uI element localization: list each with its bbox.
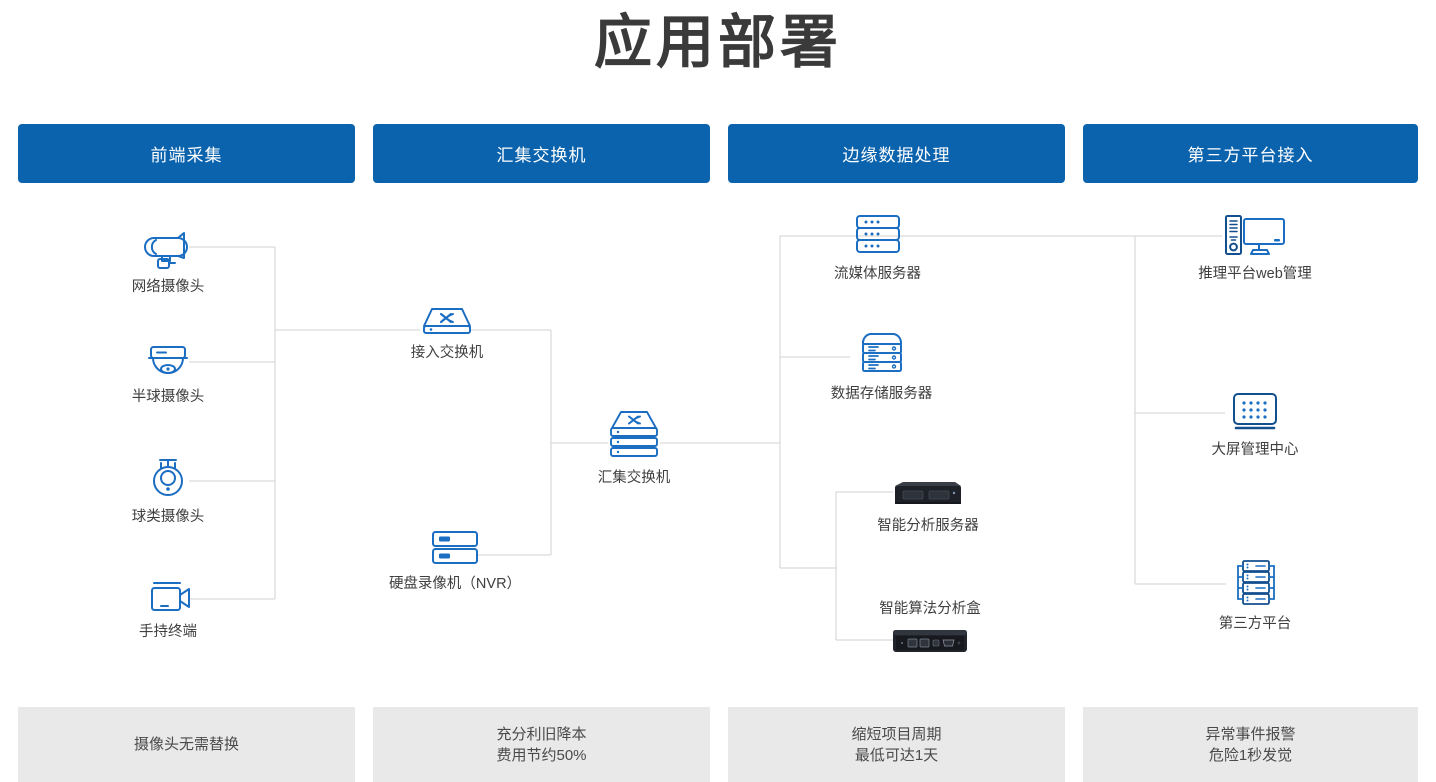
node-dome-camera[interactable]: 半球摄像头 — [130, 341, 206, 407]
node-handheld-terminal[interactable]: 手持终端 — [130, 578, 206, 642]
node-access-switch[interactable]: 接入交换机 — [407, 303, 487, 363]
node-analysis-server[interactable]: 智能分析服务器 — [868, 474, 988, 536]
node-label: 网络摄像头 — [131, 279, 205, 295]
node-nvr[interactable]: 硬盘录像机（NVR） — [389, 528, 521, 594]
dome-camera-icon — [142, 341, 194, 381]
column-header-edge-data-processing: 边缘数据处理 — [728, 124, 1065, 183]
node-label: 数据存储服务器 — [830, 386, 933, 402]
desktop-tower-icon — [1221, 212, 1289, 258]
node-ip-camera[interactable]: 网络摄像头 — [130, 225, 206, 297]
node-label: 第三方平台 — [1218, 616, 1292, 632]
switch-icon — [418, 303, 476, 337]
node-label: 大屏管理中心 — [1211, 442, 1299, 458]
footer-line: 异常事件报警 — [1205, 725, 1296, 743]
node-label: 手持终端 — [139, 624, 197, 640]
footer-line: 最低可达1天 — [854, 746, 939, 764]
bullet-camera-icon — [142, 225, 194, 271]
node-label: 球类摄像头 — [131, 509, 205, 525]
stacked-switch-icon — [604, 408, 664, 462]
footer-benefit-switch: 充分利旧降本 费用节约50% — [373, 707, 710, 782]
node-web-platform[interactable]: 推理平台web管理 — [1196, 212, 1314, 284]
server-rack-icon — [1226, 558, 1284, 608]
node-label: 硬盘录像机（NVR） — [388, 576, 522, 592]
algorithm-box-photo — [890, 626, 970, 656]
footer-line: 摄像头无需替换 — [133, 736, 239, 753]
footer-benefit-third-party: 异常事件报警 危险1秒发觉 — [1083, 707, 1418, 782]
node-video-wall[interactable]: 大屏管理中心 — [1200, 390, 1310, 460]
column-header-front-end-collection: 前端采集 — [18, 124, 355, 183]
footer-benefit-edge: 缩短项目周期 最低可达1天 — [728, 707, 1065, 782]
node-aggregation-switch[interactable]: 汇集交换机 — [594, 408, 674, 488]
node-streaming-server[interactable]: 流媒体服务器 — [820, 212, 935, 284]
node-algorithm-box[interactable]: 智能算法分析盒 — [870, 600, 990, 656]
column-header-third-party-access: 第三方平台接入 — [1083, 124, 1418, 183]
node-third-party-platform[interactable]: 第三方平台 — [1205, 558, 1305, 634]
footer-benefit-front-end: 摄像头无需替换 — [18, 707, 355, 782]
analysis-server-photo — [891, 474, 965, 510]
nvr-icon — [425, 528, 485, 568]
footer-line: 充分利旧降本 — [496, 725, 587, 743]
node-label: 汇集交换机 — [597, 470, 671, 486]
storage-server-icon — [855, 330, 909, 378]
footer-line: 费用节约50% — [496, 746, 587, 764]
node-label: 接入交换机 — [410, 345, 484, 361]
node-label: 半球摄像头 — [131, 389, 205, 405]
footer-line: 缩短项目周期 — [851, 725, 942, 743]
column-header-aggregation-switch: 汇集交换机 — [373, 124, 710, 183]
node-ptz-camera[interactable]: 球类摄像头 — [130, 455, 206, 527]
camcorder-icon — [141, 578, 195, 616]
rack-server-icon — [851, 212, 905, 258]
video-wall-icon — [1226, 390, 1284, 434]
footer-line: 危险1秒发觉 — [1208, 746, 1293, 764]
page-title: 应用部署 — [593, 10, 842, 75]
node-label: 智能算法分析盒 — [879, 601, 981, 617]
node-label: 流媒体服务器 — [834, 266, 921, 282]
ptz-camera-icon — [142, 455, 194, 501]
node-label: 智能分析服务器 — [877, 518, 979, 534]
node-storage-server[interactable]: 数据存储服务器 — [824, 330, 939, 404]
node-label: 推理平台web管理 — [1198, 266, 1312, 282]
